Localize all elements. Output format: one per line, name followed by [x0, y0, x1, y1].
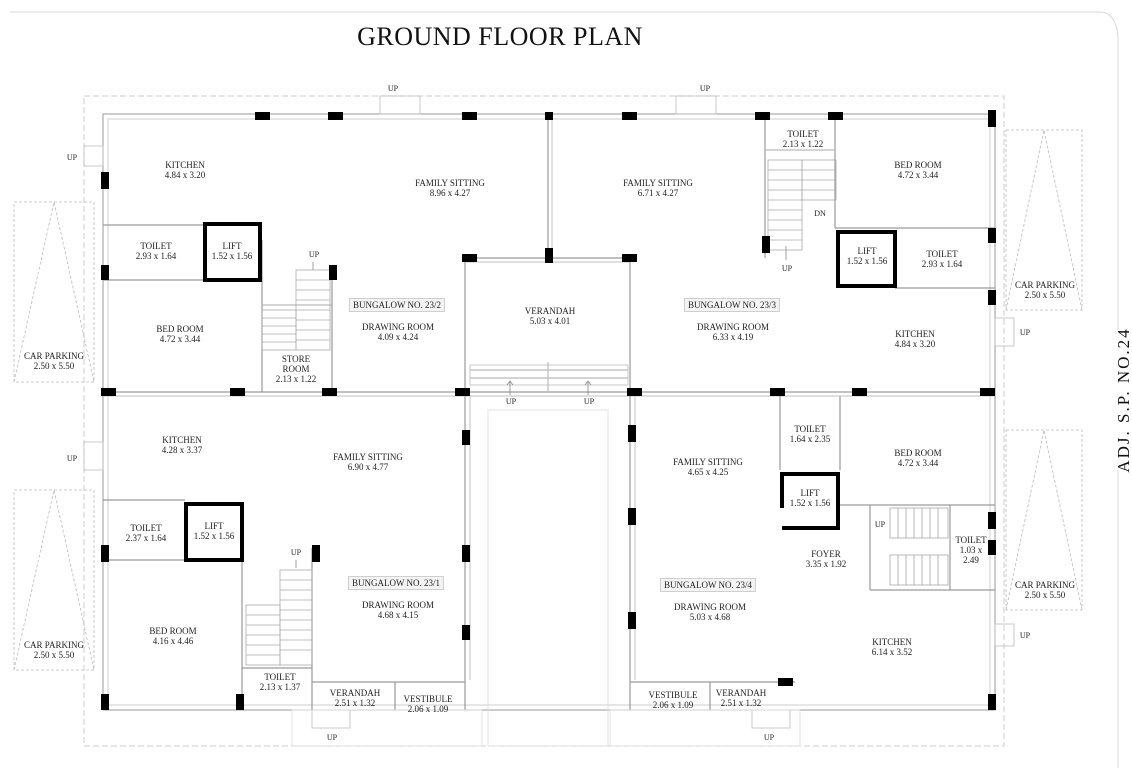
up-marker: UP	[387, 84, 399, 93]
compound-wall	[83, 95, 1005, 747]
bungalow-tag-23-1: BUNGALOW NO. 23/1	[347, 576, 445, 590]
plot-boundary	[10, 11, 1119, 768]
up-marker: UP	[290, 548, 302, 557]
car-parking-bays	[13, 129, 1083, 671]
up-marker: UP	[1019, 328, 1031, 337]
up-marker: UP	[874, 520, 886, 529]
up-marker: UP	[781, 264, 793, 273]
up-marker: UP	[1019, 631, 1031, 640]
up-marker: UP	[66, 153, 78, 162]
bungalow-tag-23-3: BUNGALOW NO. 23/3	[683, 298, 781, 312]
up-marker: UP	[763, 733, 775, 742]
plan-title: GROUND FLOOR PLAN	[357, 22, 643, 51]
adjacent-plot-label: ADJ. S.P. NO.24	[1114, 327, 1132, 473]
up-marker: UP	[66, 454, 78, 463]
up-arrows	[295, 246, 787, 568]
up-marker: UP	[326, 733, 338, 742]
interior-walls	[103, 114, 995, 710]
up-marker: UP	[583, 397, 595, 406]
columns	[101, 110, 996, 710]
dn-marker: DN	[814, 209, 826, 218]
bungalow-tag-23-4: BUNGALOW NO. 23/4	[659, 578, 757, 592]
bungalow-tag-23-2: BUNGALOW NO. 23/2	[348, 298, 446, 312]
up-marker: UP	[308, 250, 320, 259]
outer-walls	[102, 113, 996, 711]
lift-shafts	[184, 222, 897, 562]
up-marker: UP	[699, 84, 711, 93]
entry-steps	[83, 95, 1015, 747]
up-marker: UP	[505, 397, 517, 406]
